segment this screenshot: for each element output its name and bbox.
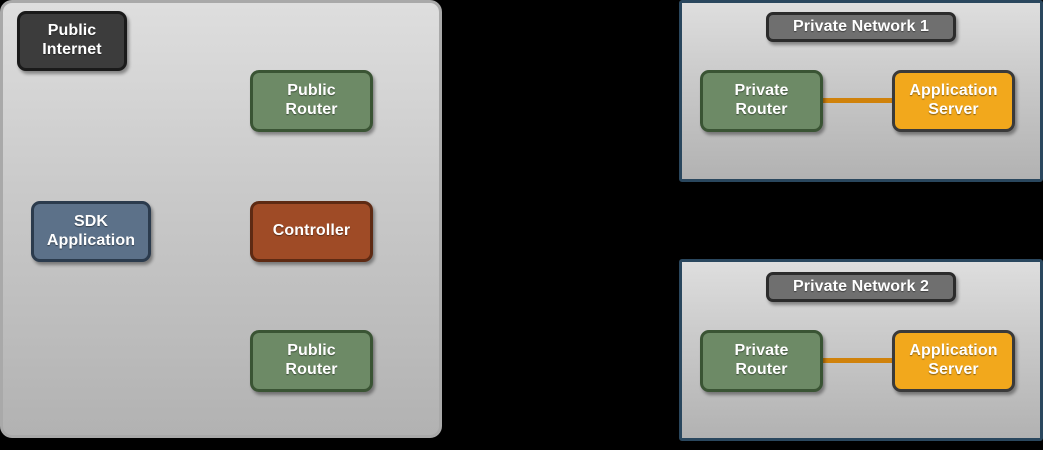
node-application-server-2-label: Application Server (909, 342, 998, 378)
node-public-internet[interactable]: Public Internet (17, 11, 127, 71)
node-controller[interactable]: Controller (250, 201, 373, 262)
link-private-router-2-to-application-server-2 (820, 358, 895, 363)
link-private-router-1-to-application-server-1 (820, 98, 895, 103)
node-sdk-application[interactable]: SDK Application (31, 201, 151, 262)
node-public-router-top-label: Public Router (285, 82, 338, 118)
private-network-1-title-badge: Private Network 1 (766, 12, 956, 42)
node-application-server-1[interactable]: Application Server (892, 70, 1015, 132)
node-application-server-2[interactable]: Application Server (892, 330, 1015, 392)
node-sdk-application-label: SDK Application (46, 212, 136, 249)
node-public-router-bottom-label: Public Router (285, 342, 338, 378)
node-public-router-top[interactable]: Public Router (250, 70, 373, 132)
node-controller-label: Controller (272, 222, 351, 240)
node-private-router-1-label: Private Router (734, 82, 789, 118)
node-private-router-2[interactable]: Private Router (700, 330, 823, 392)
private-network-1-title-label: Private Network 1 (793, 17, 929, 35)
node-private-router-1[interactable]: Private Router (700, 70, 823, 132)
node-public-router-bottom[interactable]: Public Router (250, 330, 373, 392)
node-application-server-1-label: Application Server (909, 82, 998, 118)
private-network-2-title-label: Private Network 2 (793, 277, 929, 295)
private-network-2-title-badge: Private Network 2 (766, 272, 956, 302)
node-private-router-2-label: Private Router (734, 342, 789, 378)
node-public-internet-label: Public Internet (42, 22, 102, 58)
